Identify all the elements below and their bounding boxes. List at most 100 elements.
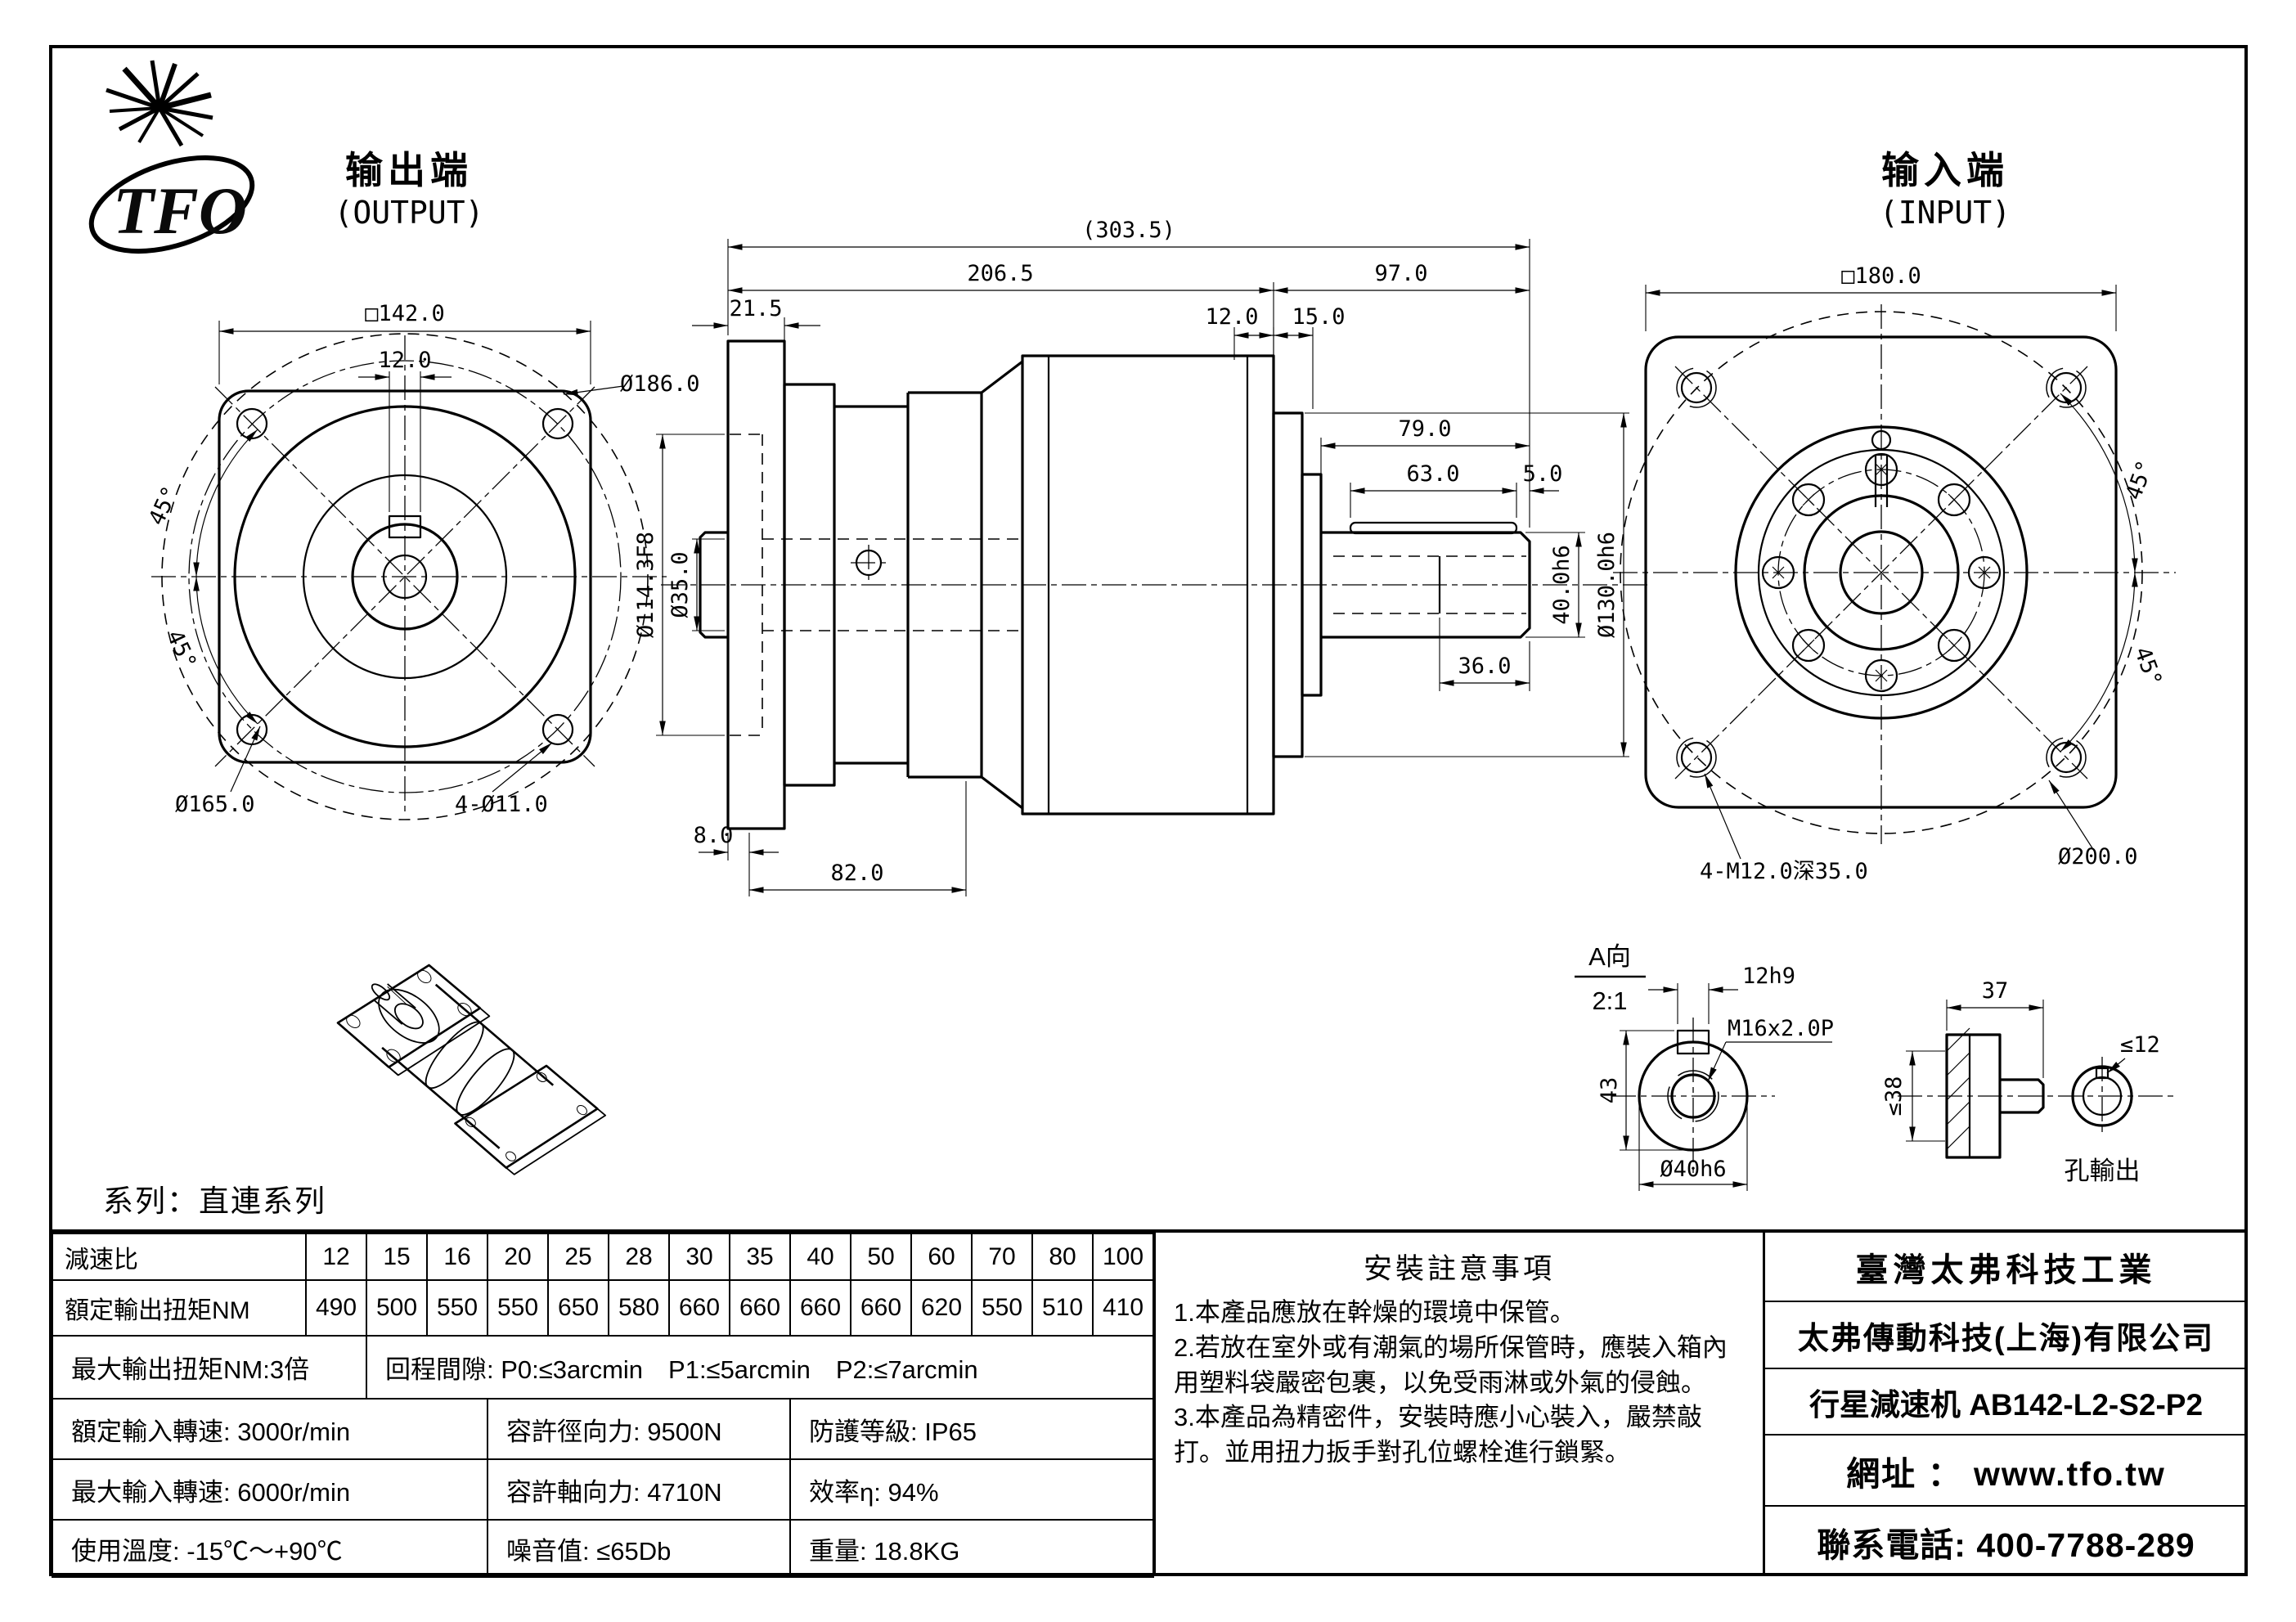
spec-ratio-value: 20 xyxy=(487,1233,549,1281)
dim-output-keyway-width: 12.0 xyxy=(358,348,452,512)
output-end-view: □142.0 12.0 Ø186.0 45° 45° Ø165.0 4-Ø11.… xyxy=(144,301,700,820)
spec-axial-force: 容許軸向力: 4710N xyxy=(487,1458,791,1521)
company-name-tw: 臺灣太弗科技工業 xyxy=(1765,1233,2247,1302)
logo-starburst-icon xyxy=(106,60,213,147)
label-output-holes-text: 4-Ø11.0 xyxy=(455,792,548,817)
label-detail-thread-text: M16x2.0P xyxy=(1728,1016,1834,1041)
output-bearing-circle xyxy=(302,474,508,680)
hole-output-end-view xyxy=(2071,1057,2133,1135)
dim-shaft-length: 79.0 xyxy=(1320,416,1530,528)
hole-output-section xyxy=(1945,1027,2045,1159)
iso-front-flange xyxy=(336,964,482,1068)
iso-flange-holes xyxy=(346,969,472,1063)
spec-ratio-value: 16 xyxy=(426,1233,488,1281)
dim-hole-key-12-text: ≤12 xyxy=(2120,1032,2160,1058)
dim-detail-43-text: 43 xyxy=(1597,1077,1622,1104)
dim-output-angle-top: 45° xyxy=(144,429,258,577)
dim-input-square: □180.0 xyxy=(1645,263,2117,331)
spec-torque-value: 650 xyxy=(547,1279,609,1337)
dim-key-offset: 5.0 xyxy=(1523,461,1563,494)
spec-max-input-speed: 最大輸入轉速: 6000r/min xyxy=(52,1458,488,1521)
spec-table-wrap: 減速比 12 15 16 20 25 28 30 35 40 50 60 70 … xyxy=(52,1233,1154,1578)
spec-ratio-value: 60 xyxy=(910,1233,973,1281)
input-shaft-key xyxy=(1349,521,1518,535)
dim-clamp-depth-text: 36.0 xyxy=(1458,654,1511,679)
input-view-centerlines xyxy=(1613,304,2176,844)
dim-input-angle-top-text: 45° xyxy=(2121,457,2159,503)
input-clamp-slit xyxy=(1871,429,1892,507)
spec-torque-value: 660 xyxy=(729,1279,791,1337)
dim-spigot-dia: Ø114.3F8 xyxy=(633,434,725,736)
output-end-label-cn: 输出端 xyxy=(345,149,473,191)
dim-flange-thickness-text: 21.5 xyxy=(729,296,782,321)
dim-input-angle-bottom-text: 45° xyxy=(2129,644,2167,690)
spec-ratio-value: 100 xyxy=(1092,1233,1154,1281)
iso-rear-holes xyxy=(465,1072,587,1161)
dim-flange-8-text: 8.0 xyxy=(694,823,734,848)
spec-max-torque: 最大輸出扭矩NM:3倍 xyxy=(52,1335,367,1400)
company-name-sh: 太弗傳動科技(上海)有限公司 xyxy=(1765,1302,2247,1369)
spec-row-3: 使用溫度: -15℃～+90℃ 噪音值: ≤65Db 重量: 18.8KG xyxy=(52,1519,1154,1578)
label-input-tapped-holes-text: 4-M12.0深35.0 xyxy=(1700,859,1868,884)
spec-ratio-value: 50 xyxy=(850,1233,912,1281)
detail-a-label: A向 xyxy=(1588,942,1631,971)
detail-keyway xyxy=(1676,1029,1710,1055)
spec-ratio-value: 35 xyxy=(729,1233,791,1281)
dim-output-square: □142.0 xyxy=(218,301,591,384)
dim-key-length-text: 63.0 xyxy=(1406,461,1459,487)
label-input-tapped-holes: 4-M12.0深35.0 xyxy=(1700,773,1868,884)
spec-rated-input-speed: 額定輸入轉速: 3000r/min xyxy=(52,1398,488,1460)
dim-output-angle-bottom-text: 45° xyxy=(161,627,201,673)
dim-body-length-text: 206.5 xyxy=(967,261,1033,286)
spec-torque-label: 額定輸出扭矩NM xyxy=(52,1279,307,1337)
spec-temperature: 使用溫度: -15℃～+90℃ xyxy=(52,1519,488,1578)
dim-clamp-depth: 36.0 xyxy=(1439,618,1530,691)
spec-torque-value: 490 xyxy=(305,1279,367,1337)
dim-input-length: 97.0 xyxy=(1274,261,1530,294)
dim-output-square-text: □142.0 xyxy=(365,301,445,326)
dim-flange-8: 8.0 xyxy=(694,823,779,896)
spec-ratio-value: 15 xyxy=(366,1233,428,1281)
output-end-label-en: (OUTPUT) xyxy=(334,195,484,231)
note-item-3: 3.本產品為精密件，安裝時應小心裝入，嚴禁敲打。並用扭力扳手對孔位螺栓進行鎖緊。 xyxy=(1174,1403,1702,1467)
input-end-label-cn: 输入端 xyxy=(1881,149,2009,191)
spec-torque-value: 500 xyxy=(366,1279,428,1337)
spec-table: 減速比 12 15 16 20 25 28 30 35 40 50 60 70 … xyxy=(52,1233,1154,1578)
dim-flange-82-text: 82.0 xyxy=(830,860,883,886)
detail-thread-circle xyxy=(1667,1070,1719,1122)
dim-key-length: 63.0 xyxy=(1350,461,1517,518)
dim-step-12: 12.0 xyxy=(1205,304,1274,368)
spec-ratio-label: 減速比 xyxy=(52,1233,307,1281)
dim-input-length-text: 97.0 xyxy=(1374,261,1427,286)
isometric-view-drawing xyxy=(336,964,607,1175)
input-pilot-circle xyxy=(1734,425,2029,720)
spec-radial-force: 容許徑向力: 9500N xyxy=(487,1398,791,1460)
output-flange-od-circle xyxy=(161,333,649,820)
dim-bore-dia-text: Ø35.0 xyxy=(667,551,693,618)
dim-shaft-length-text: 79.0 xyxy=(1398,416,1451,442)
label-output-bolt-circle: Ø165.0 xyxy=(175,726,261,817)
dim-input-angle-top: 45° xyxy=(2060,393,2159,573)
spec-backlash: 回程間隙: P0:≤3arcmin P1:≤5arcmin P2:≤7arcmi… xyxy=(366,1335,1154,1400)
dim-flange-thickness: 21.5 xyxy=(692,296,820,380)
spec-ratio-value: 70 xyxy=(971,1233,1033,1281)
dim-output-keyway-text: 12.0 xyxy=(378,348,431,373)
detail-view-hole-output: 37 ≤38 ≤12 孔輸出 xyxy=(1881,978,2176,1185)
dim-hole-key-12: ≤12 xyxy=(2106,1032,2160,1074)
dim-hole-37-text: 37 xyxy=(1982,978,2009,1004)
detail-a-scale: 2:1 xyxy=(1592,986,1627,1015)
input-circle-d200 xyxy=(1620,311,2143,834)
dim-shaft-dia-text: 40.0h6 xyxy=(1549,545,1575,625)
dim-key-offset-text: 5.0 xyxy=(1523,461,1563,487)
output-bolt-circle xyxy=(188,360,622,793)
note-item-1: 1.本產品應放在幹燥的環境中保管。 xyxy=(1174,1298,1575,1327)
notes-title: 安裝註意事項 xyxy=(1363,1253,1555,1285)
iso-rear-plate xyxy=(454,1064,599,1169)
dim-detail-key-width: 12h9 xyxy=(1648,964,1795,1024)
spec-row-maxtorque-backlash: 最大輸出扭矩NM:3倍 回程間隙: P0:≤3arcmin P1:≤5arcmi… xyxy=(52,1335,1154,1400)
spec-ratio-value: 25 xyxy=(547,1233,609,1281)
detail-tap-circle xyxy=(1670,1073,1716,1119)
dim-bore-dia: Ø35.0 xyxy=(667,538,725,631)
dim-flange-82: 82.0 xyxy=(749,781,967,896)
spec-weight: 重量: 18.8KG xyxy=(789,1519,1154,1578)
